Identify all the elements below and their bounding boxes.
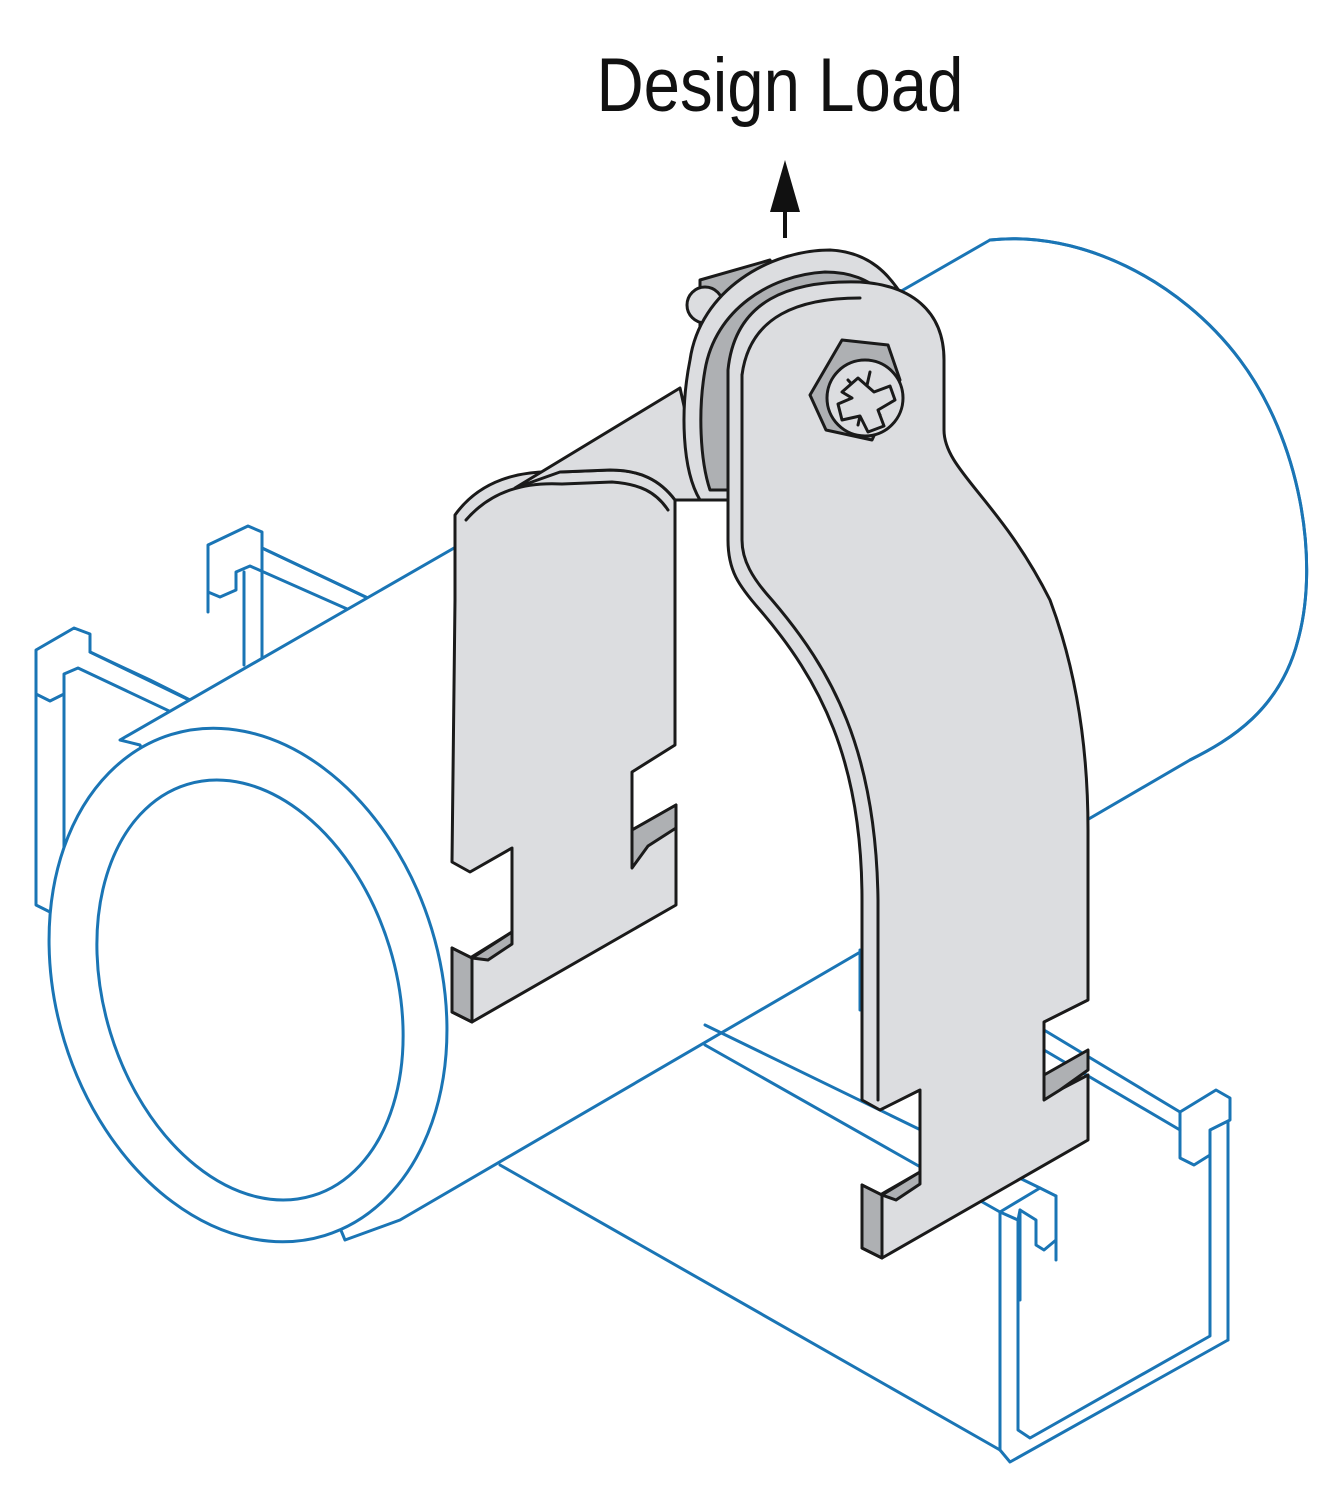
clamp-right-strap [726,280,1090,1260]
bolt-icon [808,338,905,442]
pipe [47,237,1309,1244]
design-load-label: Design Load [596,43,964,128]
arrow-up-icon [770,160,800,238]
clamp-left-strap [450,386,707,1024]
